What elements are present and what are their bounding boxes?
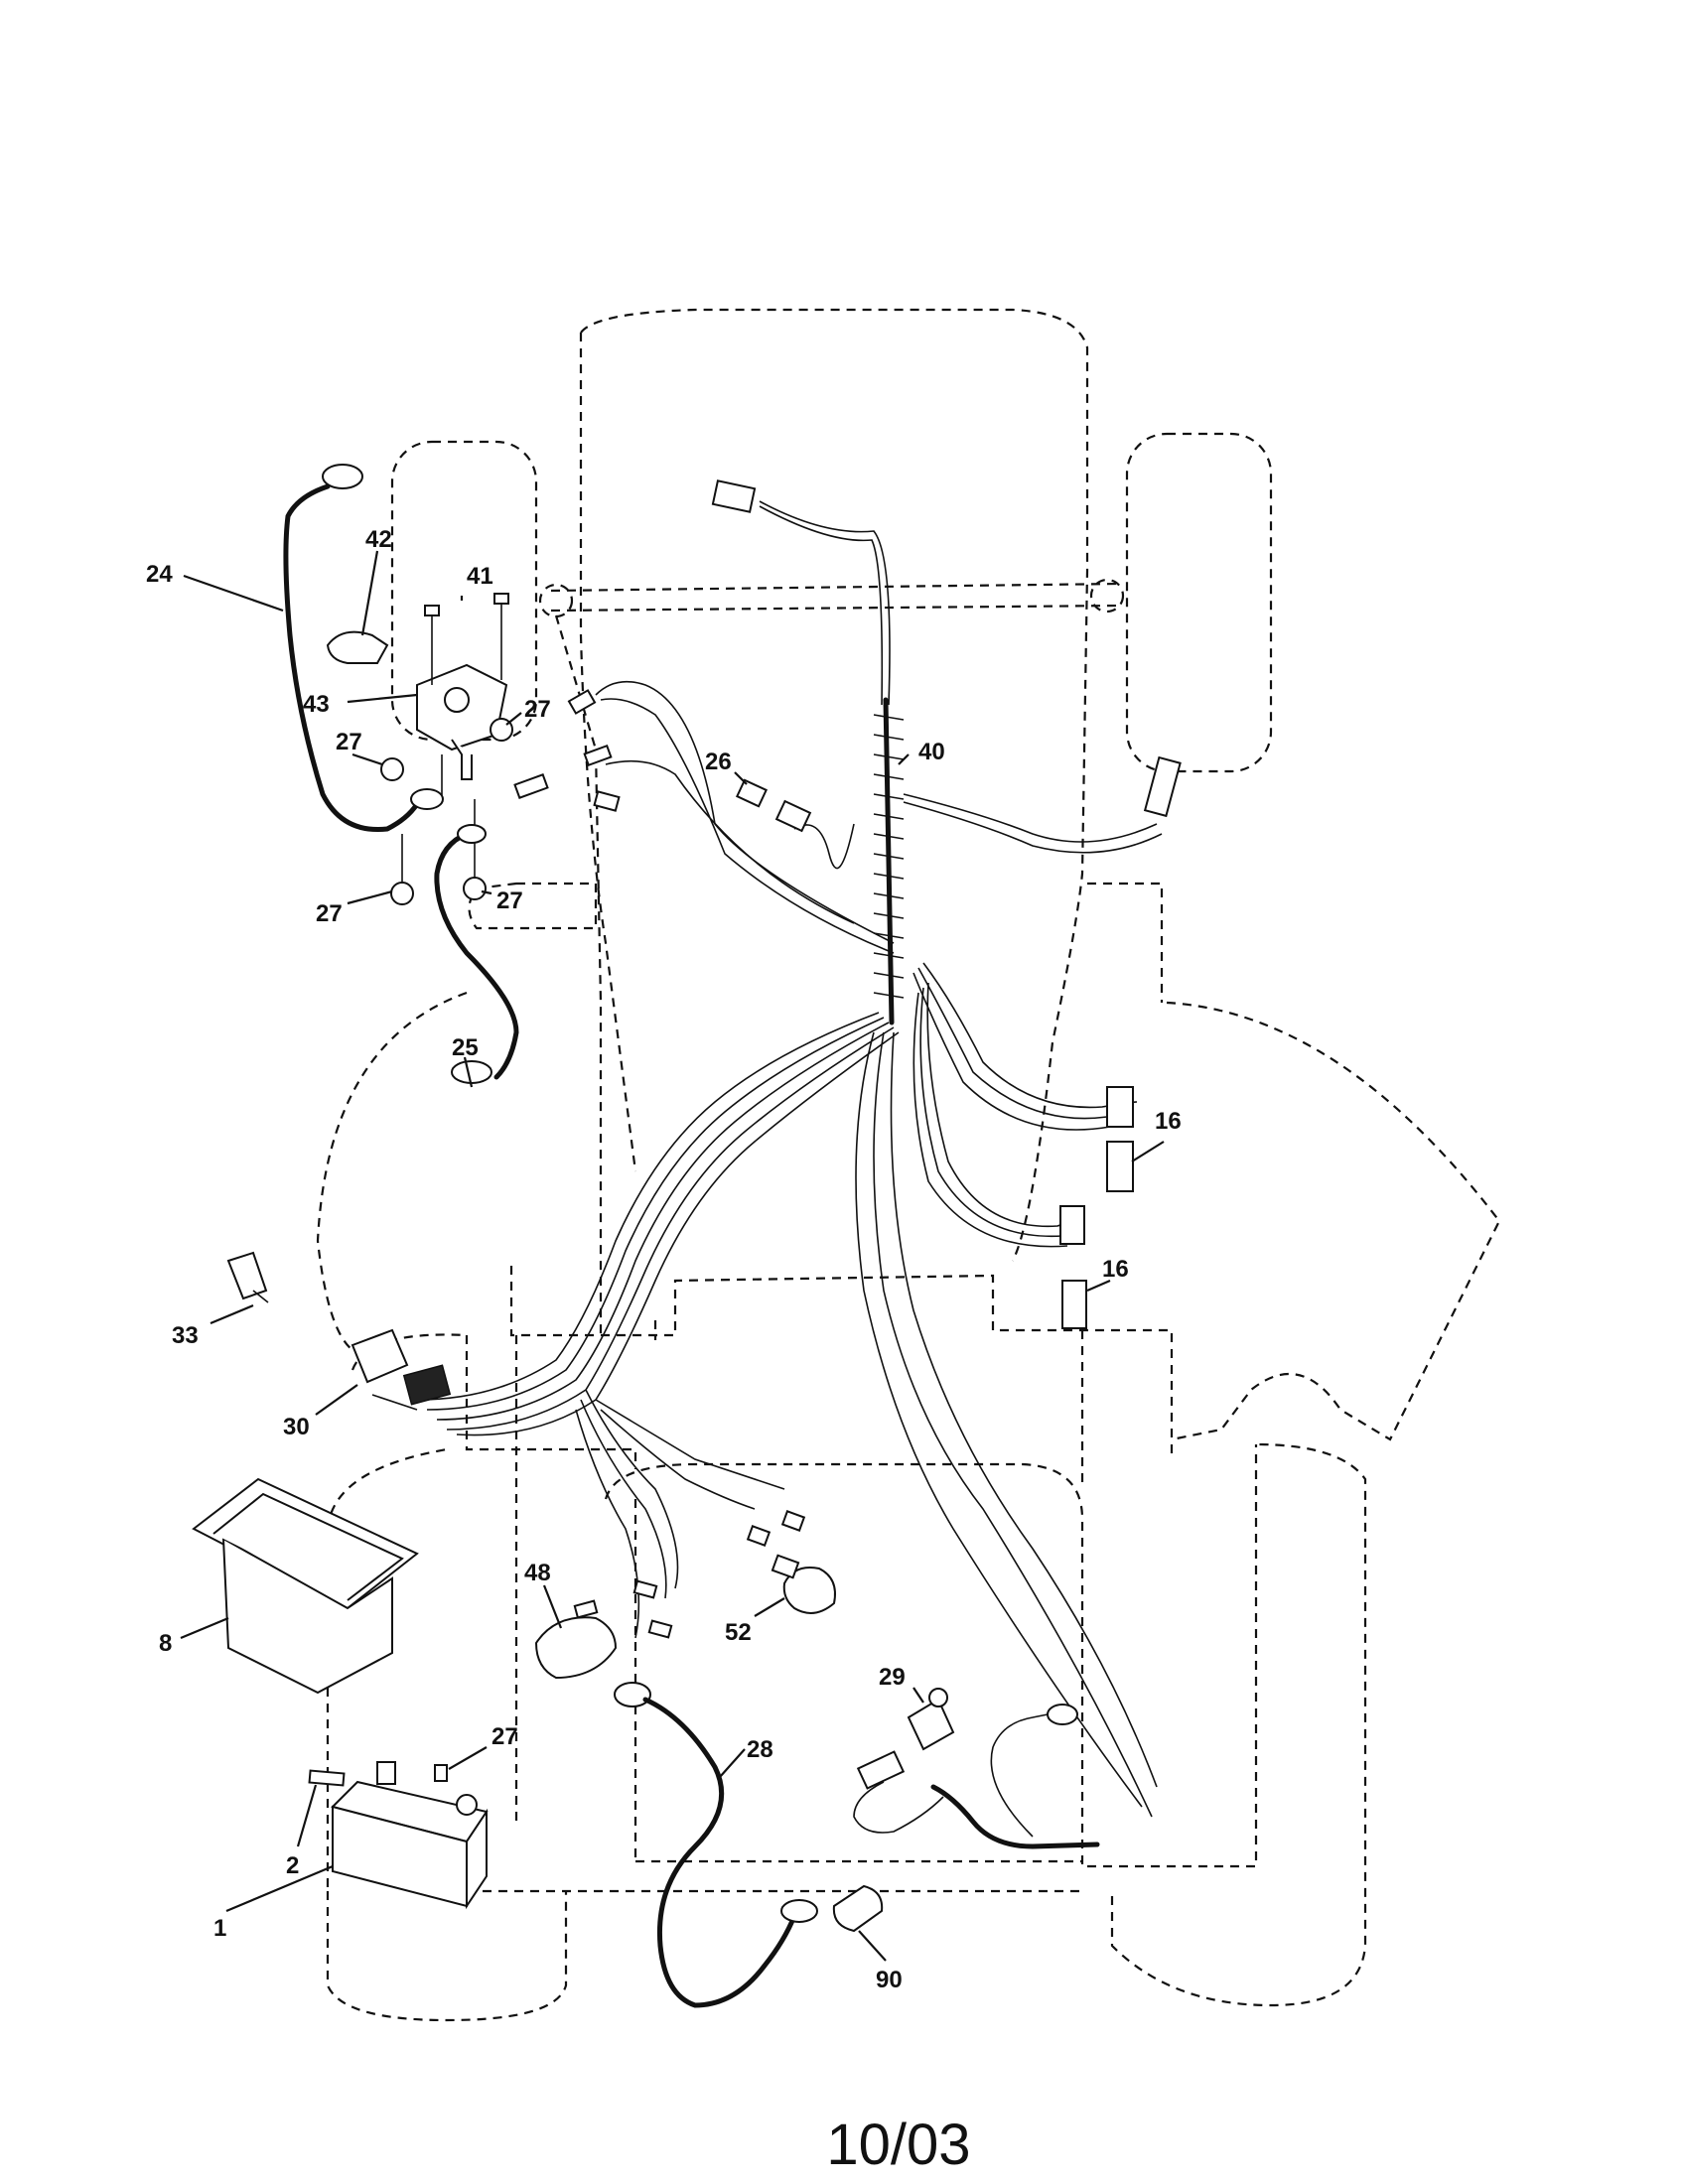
ignition-switch [351,1328,452,1411]
callout-30: 30 [283,1414,310,1440]
leader-lines [180,550,1165,1962]
front-wheel-right [1125,432,1273,773]
rear-panel-outline [604,1444,1258,1868]
callout-labels: 24 42 41 43 27 27 27 27 25 26 40 16 16 3… [146,526,1182,1993]
ring-terminal-solenoid [410,788,444,810]
key-33 [226,1251,269,1303]
small-connectors [513,689,812,833]
main-harness [416,479,1182,1818]
connector-26b [774,799,812,833]
callout-2: 2 [286,1852,299,1879]
callout-8: 8 [159,1630,172,1657]
left-fender-outline [316,991,468,1351]
lamp-sockets [534,1510,836,1680]
callout-27-battery: 27 [491,1723,518,1750]
cable-25 [434,824,519,1084]
plug-16-lower [1061,1280,1087,1329]
lamp-52 [782,1567,836,1614]
terminal-boot [326,630,389,664]
front-wheel-left [390,440,538,742]
callout-43: 43 [303,691,330,718]
front-axle-outline [550,582,1123,613]
callout-48: 48 [524,1560,551,1586]
tractor-outline [316,308,1501,2022]
callout-26: 26 [705,749,732,775]
callout-24: 24 [146,561,173,588]
nut-27e [434,1764,448,1782]
callout-42: 42 [365,526,392,553]
callout-33: 33 [172,1322,199,1349]
solenoid-stem [451,739,473,780]
nut-27a [380,757,404,781]
battery-tray-outline [351,1320,657,1371]
bolt-2 [308,1769,346,1787]
callout-1: 1 [213,1915,226,1942]
plug-16-upper [1106,1141,1134,1192]
cable-28 [614,1682,818,2008]
footrest-outline [465,1335,637,1469]
battery [308,1761,489,1910]
rear-wheel-left [326,1891,568,2022]
frame-outline [509,882,1174,1827]
callout-29: 29 [879,1664,906,1691]
nut-27d [463,877,487,900]
front-pivot-left [538,583,574,618]
terminal-cover-90 [832,1884,884,1933]
callout-16-upper: 16 [1155,1108,1182,1135]
nut-27c [390,882,414,905]
callout-16-lower: 16 [1102,1256,1129,1283]
plug-16-upper-mate [1106,1086,1134,1128]
callout-28: 28 [747,1736,773,1763]
connector-26a [735,778,769,808]
front-pivot-right [1089,578,1125,614]
ring-terminal-top [322,464,363,489]
callout-52: 52 [725,1619,752,1646]
callout-25: 25 [452,1034,479,1061]
callout-90: 90 [876,1967,903,1993]
battery-box [192,1477,419,1695]
callout-27-lower-left: 27 [316,900,343,927]
callout-27-left: 27 [336,729,362,755]
rear-deck-outline [326,1442,1367,2007]
center-mount-outline [468,882,598,930]
terminal-clamp [376,1761,396,1785]
callout-27-lower-right: 27 [496,887,523,914]
lamp-48 [534,1616,618,1680]
plugs-16 [1059,1086,1134,1329]
ring-terminal-25 [451,1060,492,1084]
hood-outline-left [579,333,637,1172]
footer-date: 10/03 [826,2113,970,2177]
top-connector [711,479,757,513]
solenoid-terminal [444,687,470,713]
rear-coil [853,1704,1100,1849]
plug-16-lower-mate [1059,1205,1085,1245]
seat-outline [1166,1001,1501,1441]
left-lower-outline [554,614,603,1335]
callout-40: 40 [918,739,945,765]
seat-switch-29 [856,1688,955,1790]
callout-27-right: 27 [524,696,551,723]
right-connector [1143,755,1182,818]
solenoid-assembly [326,593,513,905]
callout-41: 41 [467,563,493,590]
battery-cable-24 [283,464,444,833]
hood-outline [580,308,1089,1262]
spiral-wrap [873,697,905,1025]
